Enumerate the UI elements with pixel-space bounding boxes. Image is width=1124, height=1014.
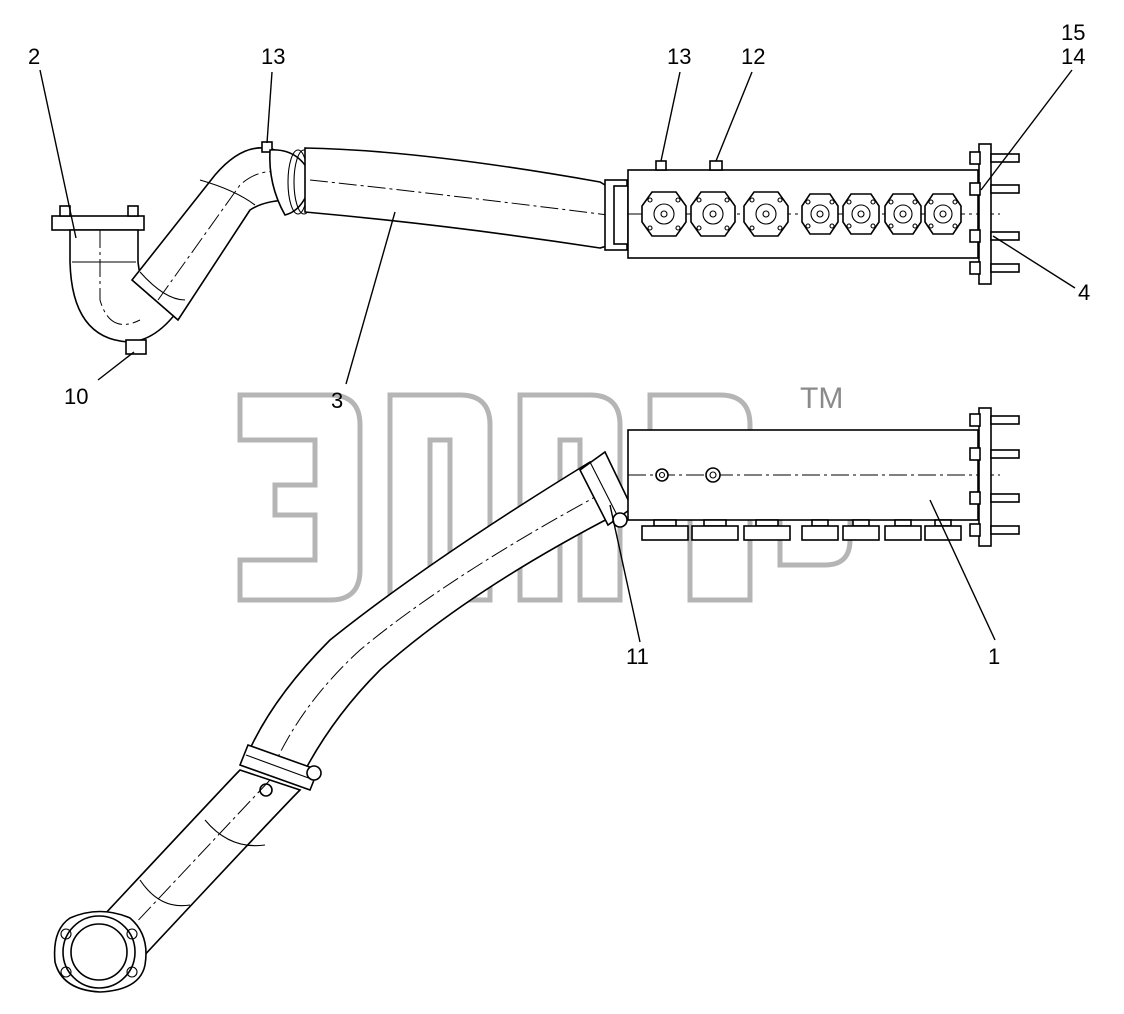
lower-ports [641,519,962,541]
callout-4: 4 [1078,280,1090,305]
callout-13-right: 13 [667,44,691,69]
lower-bolts [969,413,1020,537]
callout-15: 15 [1061,20,1085,45]
straight-pipe-3 [304,147,611,249]
clamp-upper [268,149,313,216]
callout-14: 14 [1061,44,1085,69]
watermark-tm: TM [800,382,843,415]
callout-12: 12 [741,44,765,69]
callout-2: 2 [28,44,40,69]
leader-lines [39,69,1076,643]
end-flange-lower [978,407,992,547]
upper-ports [641,191,962,237]
lower-assembly [53,407,1020,993]
elbow-flange-top [51,215,145,231]
elbow-drain-plug [125,339,147,355]
callout-10: 10 [64,384,88,409]
callout-13-left: 13 [261,44,285,69]
callout-3: 3 [331,388,343,413]
callout-11: 11 [626,644,649,669]
upper-assembly [51,141,1020,355]
callout-1: 1 [988,644,1000,669]
callouts: 2 13 13 12 15 14 4 10 3 11 1 [28,20,1090,669]
end-flange-upper [978,143,992,285]
inlet-flange [53,910,147,993]
bend-pipe-upper [130,146,294,322]
